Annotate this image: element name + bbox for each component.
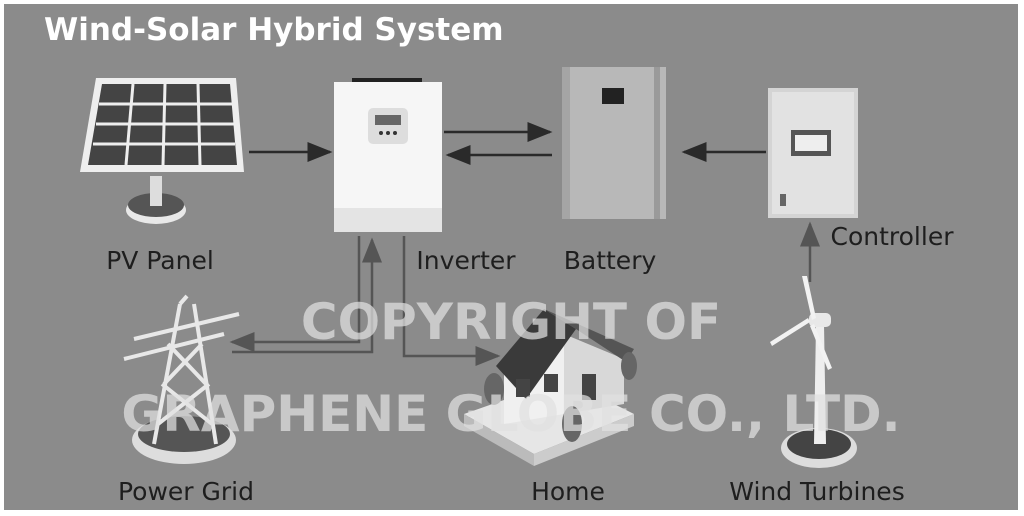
label-pv-panel: PV Panel — [106, 246, 214, 275]
label-controller: Controller — [830, 222, 954, 251]
inverter-icon — [334, 78, 442, 232]
line-inverter-to-grid — [229, 236, 361, 352]
line-grid-to-inverter — [232, 237, 382, 354]
label-home: Home — [531, 477, 605, 506]
pv-panel-icon — [80, 78, 244, 224]
wind-turbine-icon — [770, 276, 857, 468]
label-inverter: Inverter — [416, 246, 516, 275]
watermark-line-2: GRAPHENE GLOBE CO., LTD. — [121, 385, 901, 443]
home-icon — [464, 309, 637, 466]
line-inverter-to-home — [402, 236, 501, 366]
controller-icon — [768, 88, 858, 218]
label-power-grid: Power Grid — [118, 477, 254, 506]
label-wind-turbines: Wind Turbines — [729, 477, 905, 506]
power-grid-icon — [123, 294, 240, 464]
diagram-title: Wind-Solar Hybrid System — [44, 12, 504, 48]
watermark-line-1: COPYRIGHT OF — [300, 293, 722, 351]
diagram-canvas: Wind-Solar Hybrid System — [4, 4, 1018, 510]
label-battery: Battery — [563, 246, 657, 275]
diagram-artwork — [80, 67, 858, 468]
battery-icon — [562, 67, 666, 219]
flow-arrows — [249, 122, 766, 165]
